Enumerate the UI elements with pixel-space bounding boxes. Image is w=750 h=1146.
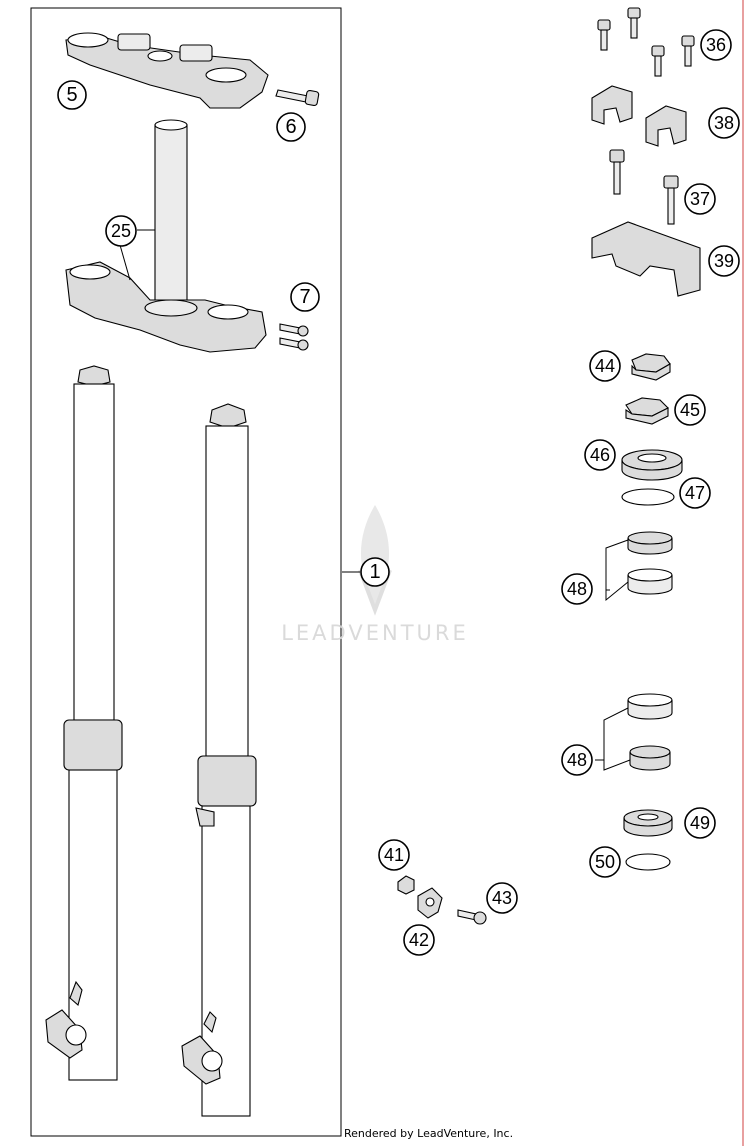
callout-label: 48 — [567, 750, 587, 770]
callout-label: 7 — [299, 286, 310, 308]
cable-clamp-42[interactable] — [417, 887, 443, 919]
footer-credit: Rendered by LeadVenture, Inc. — [344, 1127, 514, 1140]
callout-37[interactable]: 37 — [684, 183, 716, 215]
bolt-6[interactable] — [275, 89, 320, 107]
fork-leg-left[interactable] — [45, 365, 123, 1081]
callout-label: 36 — [706, 35, 726, 55]
lower-triple-clamp[interactable] — [65, 261, 267, 353]
screw-43[interactable] — [457, 909, 487, 925]
callout-label: 37 — [690, 189, 710, 209]
callout-25[interactable]: 25 — [105, 215, 137, 247]
callout-42[interactable]: 42 — [403, 924, 435, 956]
leader-48b — [595, 707, 631, 771]
nut-41[interactable] — [397, 875, 415, 895]
bolts-37[interactable] — [609, 149, 679, 225]
callout-44[interactable]: 44 — [589, 350, 621, 382]
callout-45[interactable]: 45 — [674, 394, 706, 426]
bearing-48-upper[interactable] — [627, 531, 673, 595]
watermark-text: LEADVENTURE — [281, 621, 469, 645]
callout-label: 41 — [384, 845, 404, 865]
v-logo-icon — [358, 569, 392, 616]
leader-48a — [605, 539, 629, 602]
callout-label: 39 — [714, 251, 734, 271]
fork-leg-right[interactable] — [181, 403, 257, 1117]
callout-label: 5 — [66, 84, 77, 106]
upper-triple-clamp[interactable] — [65, 32, 269, 109]
callout-label: 49 — [690, 813, 710, 833]
o-ring-50[interactable] — [625, 853, 671, 871]
nut-44[interactable] — [631, 353, 671, 381]
callout-48-upper[interactable]: 48 — [561, 573, 593, 605]
callout-label: 43 — [492, 888, 512, 908]
callout-5[interactable]: 5 — [57, 80, 87, 110]
callout-43[interactable]: 43 — [486, 882, 518, 914]
fork-assembly-frame — [30, 7, 342, 1137]
o-ring-47[interactable] — [621, 488, 675, 506]
washer-46[interactable] — [621, 449, 683, 481]
handlebar-clamps-38[interactable] — [591, 85, 687, 147]
leader-25b — [119, 244, 131, 281]
callout-6[interactable]: 6 — [276, 112, 306, 142]
callout-38[interactable]: 38 — [708, 107, 740, 139]
seal-49[interactable] — [623, 809, 673, 837]
callout-label: 45 — [680, 400, 700, 420]
callout-label: 6 — [285, 116, 296, 138]
callout-label: 48 — [567, 579, 587, 599]
bolts-7[interactable] — [279, 323, 309, 351]
bearing-48-lower[interactable] — [627, 693, 673, 771]
callout-48-lower[interactable]: 48 — [561, 744, 593, 776]
callout-46[interactable]: 46 — [584, 439, 616, 471]
callout-50[interactable]: 50 — [589, 846, 621, 878]
callout-label: 38 — [714, 113, 734, 133]
bolts-36[interactable] — [597, 7, 695, 77]
callout-label: 42 — [409, 930, 429, 950]
callout-36[interactable]: 36 — [700, 29, 732, 61]
callout-label: 1 — [369, 561, 380, 583]
nut-45[interactable] — [625, 397, 669, 425]
callout-47[interactable]: 47 — [679, 477, 711, 509]
callout-7[interactable]: 7 — [290, 282, 320, 312]
handlebar-clamp-39[interactable] — [591, 221, 701, 297]
callout-label: 47 — [685, 483, 705, 503]
steering-stem[interactable] — [154, 119, 188, 306]
callout-1[interactable]: 1 — [360, 557, 390, 587]
callout-49[interactable]: 49 — [684, 807, 716, 839]
callout-41[interactable]: 41 — [378, 839, 410, 871]
callout-label: 46 — [590, 445, 610, 465]
callout-label: 25 — [111, 221, 131, 241]
callout-39[interactable]: 39 — [708, 245, 740, 277]
callout-label: 44 — [595, 356, 615, 376]
callout-label: 50 — [595, 852, 615, 872]
